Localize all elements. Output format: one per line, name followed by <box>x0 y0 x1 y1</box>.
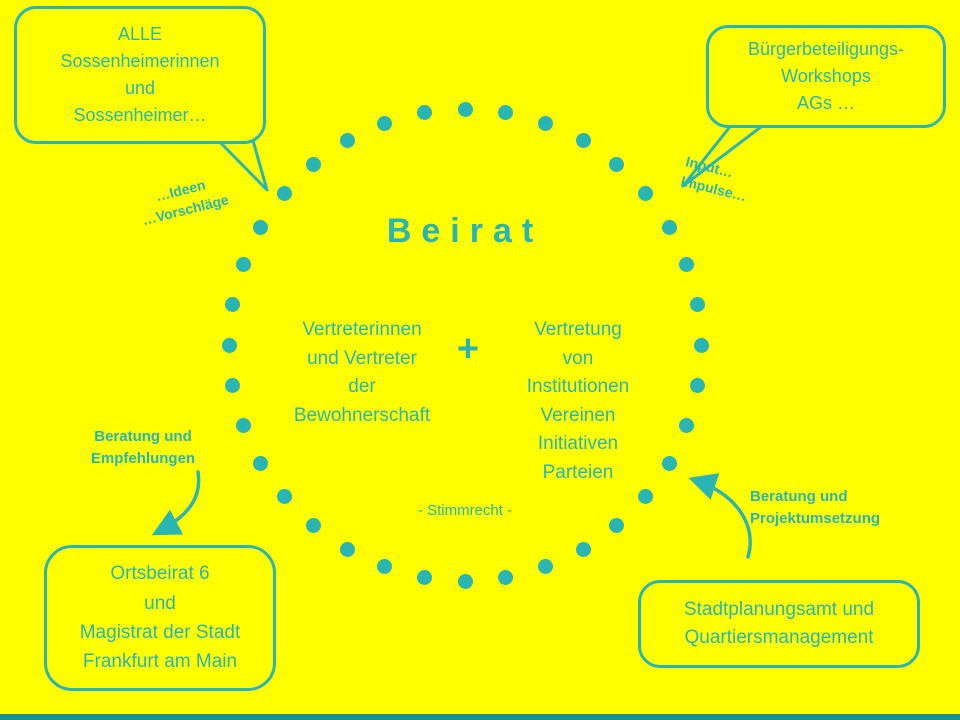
circle-dot <box>339 541 355 557</box>
group-line: Vereinen <box>540 404 616 426</box>
group-line: Vertretung <box>534 319 622 340</box>
group-line: Initiativen <box>537 433 619 454</box>
circle-dot <box>225 378 241 394</box>
circle-dot <box>638 185 654 201</box>
circle-dot <box>235 418 251 434</box>
circle-dot <box>538 559 554 575</box>
circle-dot <box>276 185 292 201</box>
annotation-line: Beratung und <box>750 488 848 505</box>
input-annotation: Input… Impulse… <box>679 151 796 217</box>
circle-dot <box>693 337 709 353</box>
circle-dot <box>416 105 432 121</box>
circle-dot <box>305 518 321 534</box>
circle-dot <box>689 296 705 312</box>
advice-right-annotation: Beratung und Projektumsetzung <box>750 486 920 530</box>
group-line: der <box>348 376 376 397</box>
circle-dot <box>538 115 554 131</box>
bubble-line: und <box>124 78 156 98</box>
circle-dot <box>276 489 292 505</box>
institutions-group: Vertretung von Institutionen Vereinen In… <box>478 316 678 487</box>
annotation-line: Beratung und <box>94 428 192 445</box>
advice-left-arrow <box>151 470 201 536</box>
circle-dot <box>253 219 269 235</box>
advice-left-annotation: Beratung und Empfehlungen <box>78 426 208 470</box>
box-line: Magistrat der Stadt <box>79 622 241 643</box>
circle-dot <box>679 256 695 272</box>
group-line: Bewohnerschaft <box>293 404 431 426</box>
box-line: Stadtplanungsamt und <box>683 598 875 620</box>
group-line: Parteien <box>542 461 614 483</box>
circle-dot <box>416 569 432 585</box>
bubble-line: Sossenheimerinnen <box>60 51 220 71</box>
circle-dot <box>575 541 591 557</box>
circle-dot <box>661 455 677 471</box>
circle-dot <box>225 296 241 312</box>
annotation-line: Projektumsetzung <box>750 509 881 527</box>
bubble-line: Workshops <box>781 66 871 86</box>
plus-sign: + <box>456 328 480 370</box>
circle-dot <box>575 133 591 149</box>
box-ortsbeirat-magistrat: Ortsbeirat 6 und Magistrat der Stadt Fra… <box>44 545 276 691</box>
box-line: Frankfurt am Main <box>82 651 238 673</box>
stimmrecht-note: - Stimmrecht - <box>417 502 513 519</box>
circle-dot <box>376 559 392 575</box>
group-line: Vertreterinnen <box>302 319 422 340</box>
circle-dot <box>339 133 355 149</box>
bubble-line: AGs … <box>796 93 855 113</box>
box-line: Quartiersmanagement <box>684 627 874 648</box>
circle-dot <box>689 378 705 394</box>
residents-group: Vertreterinnen und Vertreter der Bewohne… <box>262 316 462 430</box>
circle-dot <box>498 105 514 121</box>
circle-dot <box>609 518 625 534</box>
circle-dot <box>235 256 251 272</box>
box-stadtplanungsamt: Stadtplanungsamt und Quartiersmanagement <box>638 580 920 668</box>
bubble-alle-sossenheimer: ALLE Sossenheimerinnen und Sossenheimer… <box>14 6 266 144</box>
box-line: und <box>144 592 176 614</box>
bubble-line: ALLE <box>117 24 163 44</box>
annotation-line: Empfehlungen <box>90 449 196 467</box>
advice-right-arrow <box>688 473 752 559</box>
circle-dot <box>305 156 321 172</box>
circle-dot <box>221 337 237 353</box>
circle-dot <box>376 115 392 131</box>
footer-bar <box>0 714 960 720</box>
circle-title: Beirat <box>386 212 544 250</box>
group-line: und Vertreter <box>307 347 417 369</box>
circle-dot <box>253 455 269 471</box>
ideas-annotation: …Ideen …Vorschläge <box>115 165 251 236</box>
circle-dot <box>457 101 473 117</box>
circle-dot <box>457 573 473 589</box>
circle-dot <box>638 489 654 505</box>
circle-dot <box>609 156 625 172</box>
bubble-line: Bürgerbeteiligungs- <box>747 39 905 59</box>
bubble-buergerbeteiligung: Bürgerbeteiligungs- Workshops AGs … <box>706 25 946 128</box>
circle-dot <box>498 569 514 585</box>
group-line: von <box>562 347 594 369</box>
circle-dot <box>661 219 677 235</box>
circle-dot <box>679 418 695 434</box>
box-line: Ortsbeirat 6 <box>110 563 210 585</box>
group-line: Institutionen <box>526 376 630 397</box>
bubble-line: Sossenheimer… <box>73 105 207 125</box>
